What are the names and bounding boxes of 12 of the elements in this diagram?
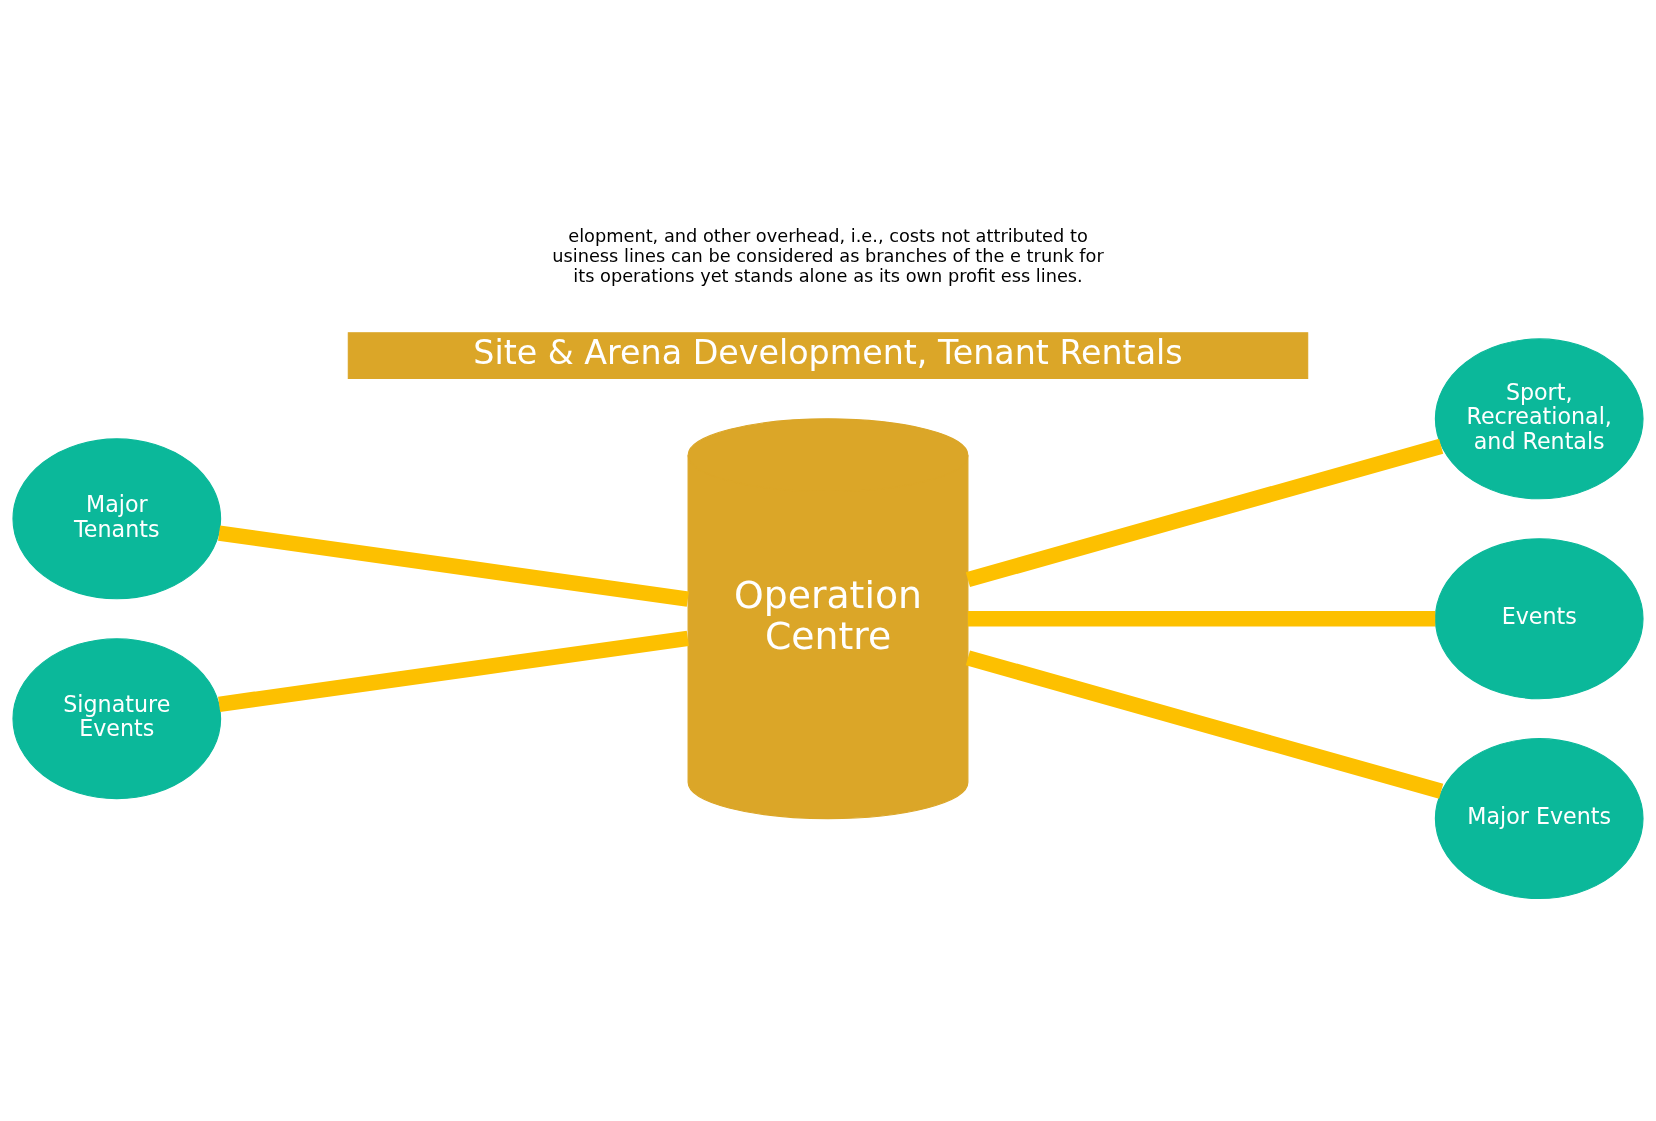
connector bbox=[965, 438, 1444, 587]
connector bbox=[965, 649, 1444, 799]
connector bbox=[967, 610, 1436, 626]
connector bbox=[218, 524, 689, 607]
label: elopment, and other overhead, i.e., costs not attributed to usiness lines can be considered as branches of the e trunk for its operations yet stands alone as its own profit ess lines. bbox=[552, 225, 1104, 286]
node-ellipse: Major Tenants bbox=[12, 437, 222, 599]
connector bbox=[218, 630, 689, 712]
node-ellipse: Sport, Recreational, and Rentals bbox=[1434, 337, 1644, 499]
node-ellipse: Signature Events bbox=[12, 637, 222, 799]
node-box: Site & Arena Development, Tenant Rentals bbox=[347, 331, 1309, 379]
node-ellipse: Events bbox=[1434, 537, 1644, 699]
node-ellipse: Major Events bbox=[1434, 737, 1644, 899]
